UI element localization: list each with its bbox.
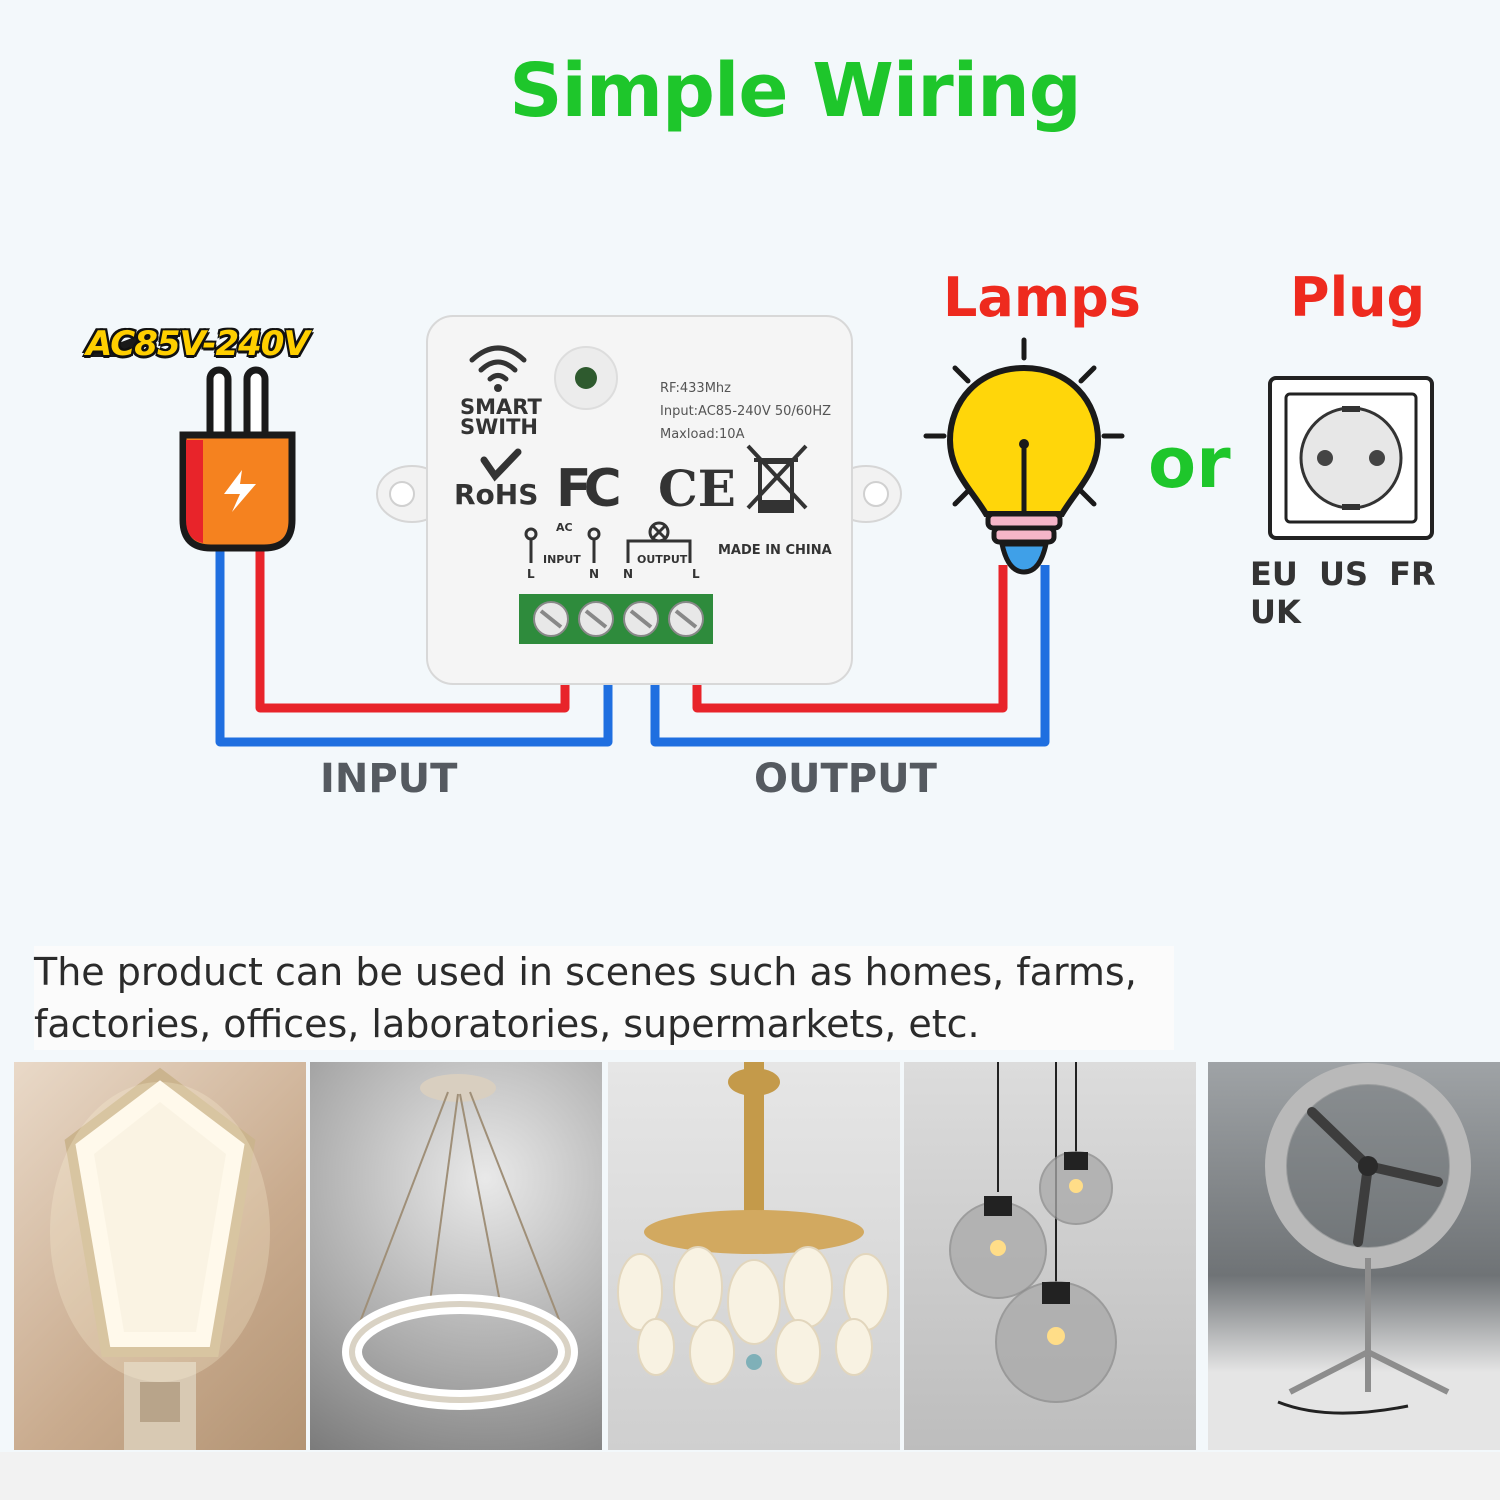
- terminal-ac-label: AC: [556, 521, 573, 534]
- input-wire-label: INPUT: [320, 756, 458, 802]
- plug-label: Plug: [1290, 266, 1426, 329]
- usage-description-line1: The product can be used in scenes such a…: [34, 950, 1137, 994]
- device-spec-rf: RF:433Mhz: [660, 381, 731, 396]
- wall-socket-icon: [1268, 376, 1434, 540]
- wall-lamp-photo: [14, 1062, 306, 1450]
- device-brand-line1: SMART: [460, 395, 543, 419]
- ring-pendant-light-photo: [310, 1062, 602, 1450]
- globe-pendant-lights-photo: [904, 1062, 1196, 1450]
- smart-switch-device: [376, 315, 902, 685]
- light-bulb-icon: [923, 337, 1125, 575]
- ring-fan-photo: [1208, 1062, 1500, 1450]
- terminal-input-n: N: [589, 567, 599, 581]
- terminal-output-l: L: [692, 567, 700, 581]
- rohs-check-icon: [480, 448, 522, 482]
- device-spec-maxload: Maxload:10A: [660, 427, 745, 442]
- input-neutral-wire: [215, 545, 613, 747]
- lamps-label: Lamps: [943, 266, 1141, 329]
- wiring-diagram: SMART SWITH RF:433Mhz Input:AC85-240V 50…: [82, 315, 1434, 747]
- made-in-label: MADE IN CHINA: [718, 543, 832, 558]
- output-live-wire: [692, 565, 1008, 713]
- output-wires: [650, 565, 1050, 747]
- usage-description-line2: factories, offices, laboratories, superm…: [34, 1002, 980, 1046]
- terminal-input-l: L: [527, 567, 535, 581]
- input-wires: [215, 545, 613, 747]
- bottom-band: [0, 1452, 1500, 1500]
- voltage-flash-shape: [82, 335, 140, 357]
- or-label: or: [1148, 422, 1231, 504]
- output-neutral-wire: [650, 565, 1050, 747]
- terminal-schematic: [524, 521, 692, 563]
- terminal-output-label: OUTPUT: [637, 553, 688, 566]
- page-title: Simple Wiring: [509, 48, 1082, 134]
- wifi-icon: [469, 345, 527, 382]
- input-live-wire: [255, 545, 570, 713]
- terminal-screws: [533, 601, 704, 637]
- rohs-label: RoHS: [454, 478, 538, 511]
- device-brand-line2: SWITH: [460, 415, 538, 439]
- chandelier-fan-photo: [608, 1062, 900, 1450]
- usage-description: The product can be used in scenes such a…: [34, 946, 1174, 1050]
- terminal-input-label: INPUT: [543, 553, 581, 566]
- weee-bin-icon: [746, 444, 808, 513]
- ce-logo: CE: [658, 459, 736, 518]
- output-wire-label: OUTPUT: [754, 756, 937, 802]
- voltage-label: AC85V-240V: [86, 324, 310, 364]
- terminal-output-n: N: [623, 567, 633, 581]
- power-plug-icon: [179, 366, 296, 552]
- fc-logo: FC: [556, 459, 619, 519]
- plug-types-label: EU US FR UK: [1250, 555, 1436, 631]
- device-spec-input: Input:AC85-240V 50/60HZ: [660, 404, 831, 419]
